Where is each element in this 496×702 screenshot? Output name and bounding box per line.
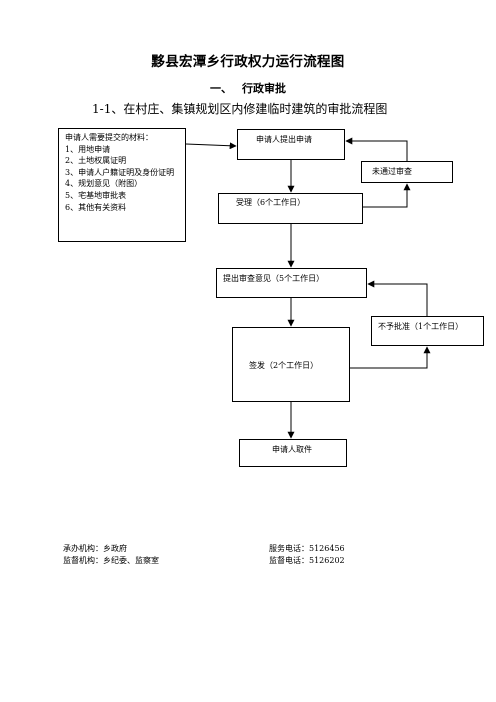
- materials-item: 4、规划意见（附图）: [65, 179, 143, 189]
- step-review-opinion-box: 提出审查意见（5个工作日）: [216, 268, 367, 298]
- materials-heading: 申请人需要提交的材料：: [65, 133, 153, 142]
- footer-agency: 承办机构：乡政府: [63, 544, 127, 553]
- footer-supervisor: 监督机构：乡纪委、监察室: [63, 556, 159, 565]
- step-pickup-box: 申请人取件: [239, 439, 347, 467]
- footer-supervision-phone: 监督电话：5126202: [269, 556, 345, 565]
- section-label: 行政审批: [242, 82, 286, 95]
- arrow-materials-to-apply: [185, 142, 237, 150]
- section-number: 一、: [210, 82, 232, 95]
- materials-item: 5、宅基地审批表: [65, 190, 127, 200]
- step-accept-box: 受理（6个工作日）: [218, 193, 363, 224]
- materials-item: 3、申请人户籍证明及身份证明: [65, 167, 175, 177]
- required-materials-box: 申请人需要提交的材料： 1、用地申请 2、土地权属证明 3、申请人户籍证明及身份…: [58, 128, 186, 242]
- arrow-accept-to-fail: [363, 183, 411, 208]
- arrow-reject-to-review: [367, 280, 428, 316]
- step-fail-review-box: 未通过审查: [361, 161, 453, 183]
- arrow-fail-to-apply: [345, 137, 408, 161]
- step-apply-box: 申请人提出申请: [237, 129, 345, 160]
- flowchart-subtitle: 1-1、在村庄、集镇规划区内修建临时建筑的审批流程图: [92, 102, 388, 116]
- page-title: 黟县宏潭乡行政权力运行流程图: [151, 54, 345, 70]
- section-heading: 一、行政审批: [0, 80, 496, 96]
- step-sign-box: 签发（2个工作日）: [232, 327, 350, 402]
- arrow-sign-to-reject: [350, 346, 431, 369]
- footer-service-phone: 服务电话：5126456: [269, 544, 345, 553]
- materials-item: 1、用地申请: [65, 144, 111, 154]
- materials-item: 2、土地权属证明: [65, 156, 127, 166]
- materials-item: 6、其他有关资料: [65, 202, 127, 212]
- step-reject-box: 不予批准（1个工作日）: [371, 316, 484, 346]
